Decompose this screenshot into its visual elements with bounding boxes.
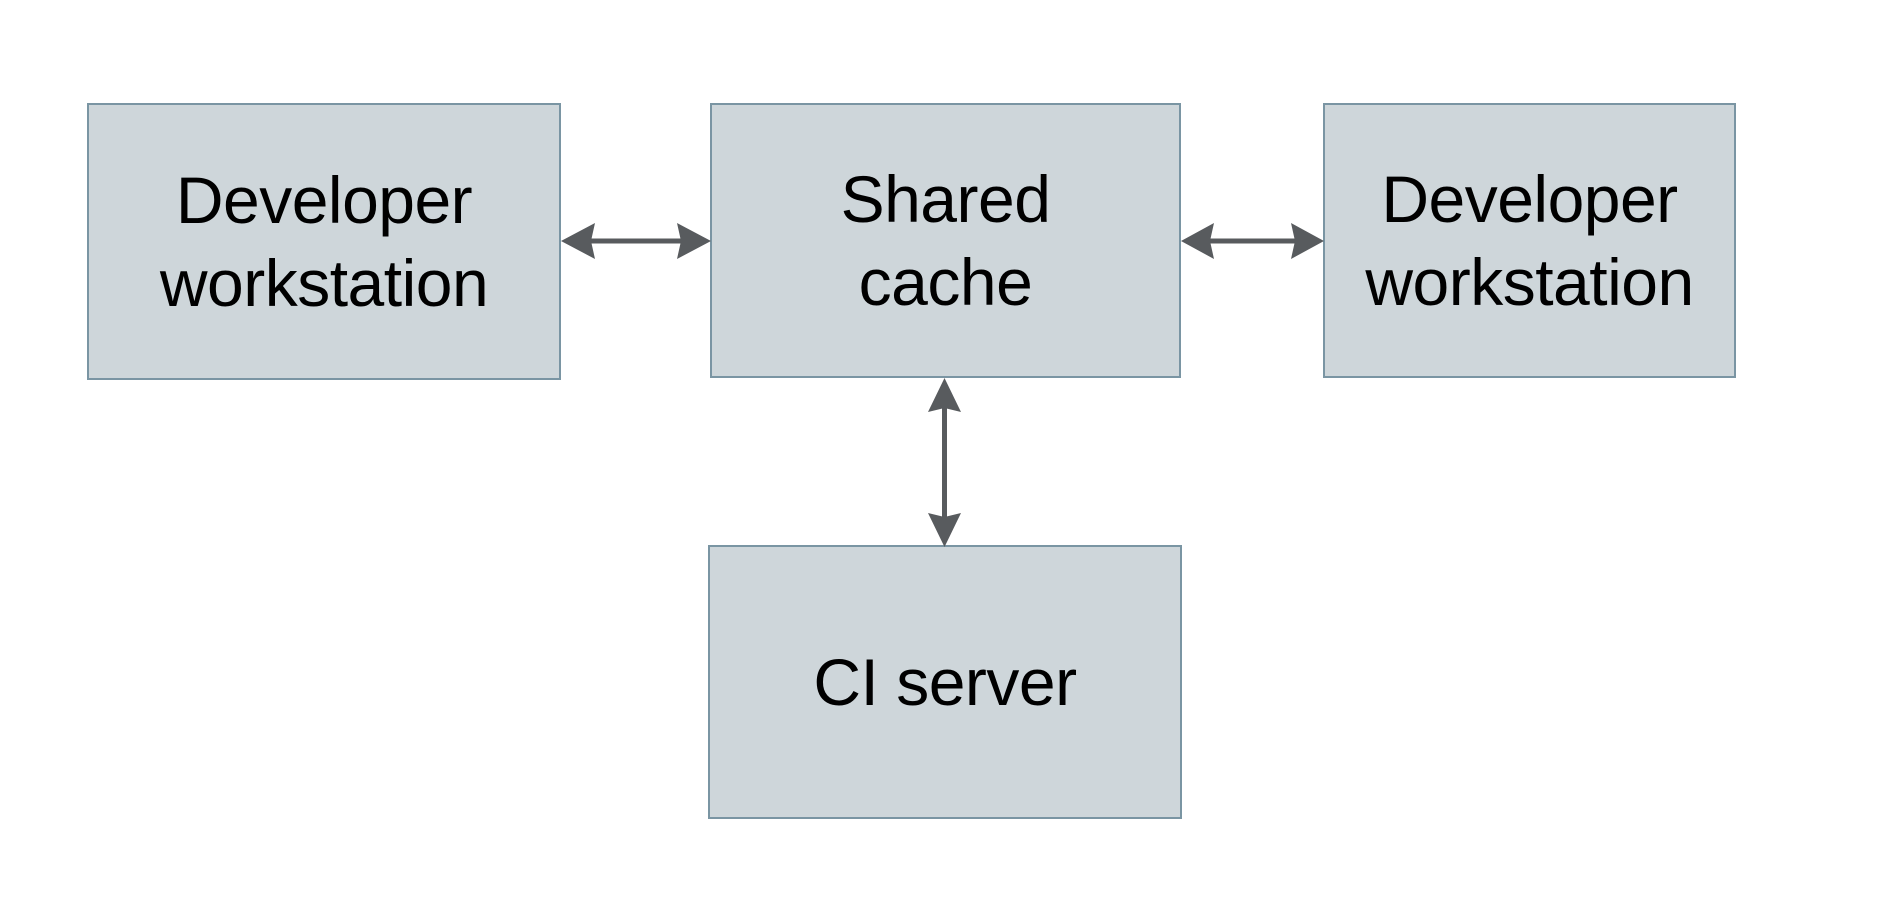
- double-arrow-horizontal-icon: [1181, 223, 1324, 259]
- node-developer-workstation-left[interactable]: Developer workstation: [87, 103, 561, 380]
- node-label: CI server: [813, 644, 1077, 719]
- node-ci-server[interactable]: CI server: [708, 545, 1182, 819]
- edge-shared-cache-to-ci-server[interactable]: [910, 378, 980, 547]
- node-label: Developer workstation: [1365, 162, 1694, 319]
- node-label: Shared cache: [840, 162, 1051, 319]
- edge-shared-cache-to-developer-workstation-right[interactable]: [1181, 206, 1324, 276]
- double-arrow-horizontal-icon: [561, 223, 711, 259]
- node-developer-workstation-right[interactable]: Developer workstation: [1323, 103, 1736, 378]
- edge-developer-workstation-left-to-shared-cache[interactable]: [561, 206, 711, 276]
- node-label: Developer workstation: [159, 163, 489, 320]
- double-arrow-vertical-icon: [928, 378, 961, 547]
- node-shared-cache[interactable]: Shared cache: [710, 103, 1181, 378]
